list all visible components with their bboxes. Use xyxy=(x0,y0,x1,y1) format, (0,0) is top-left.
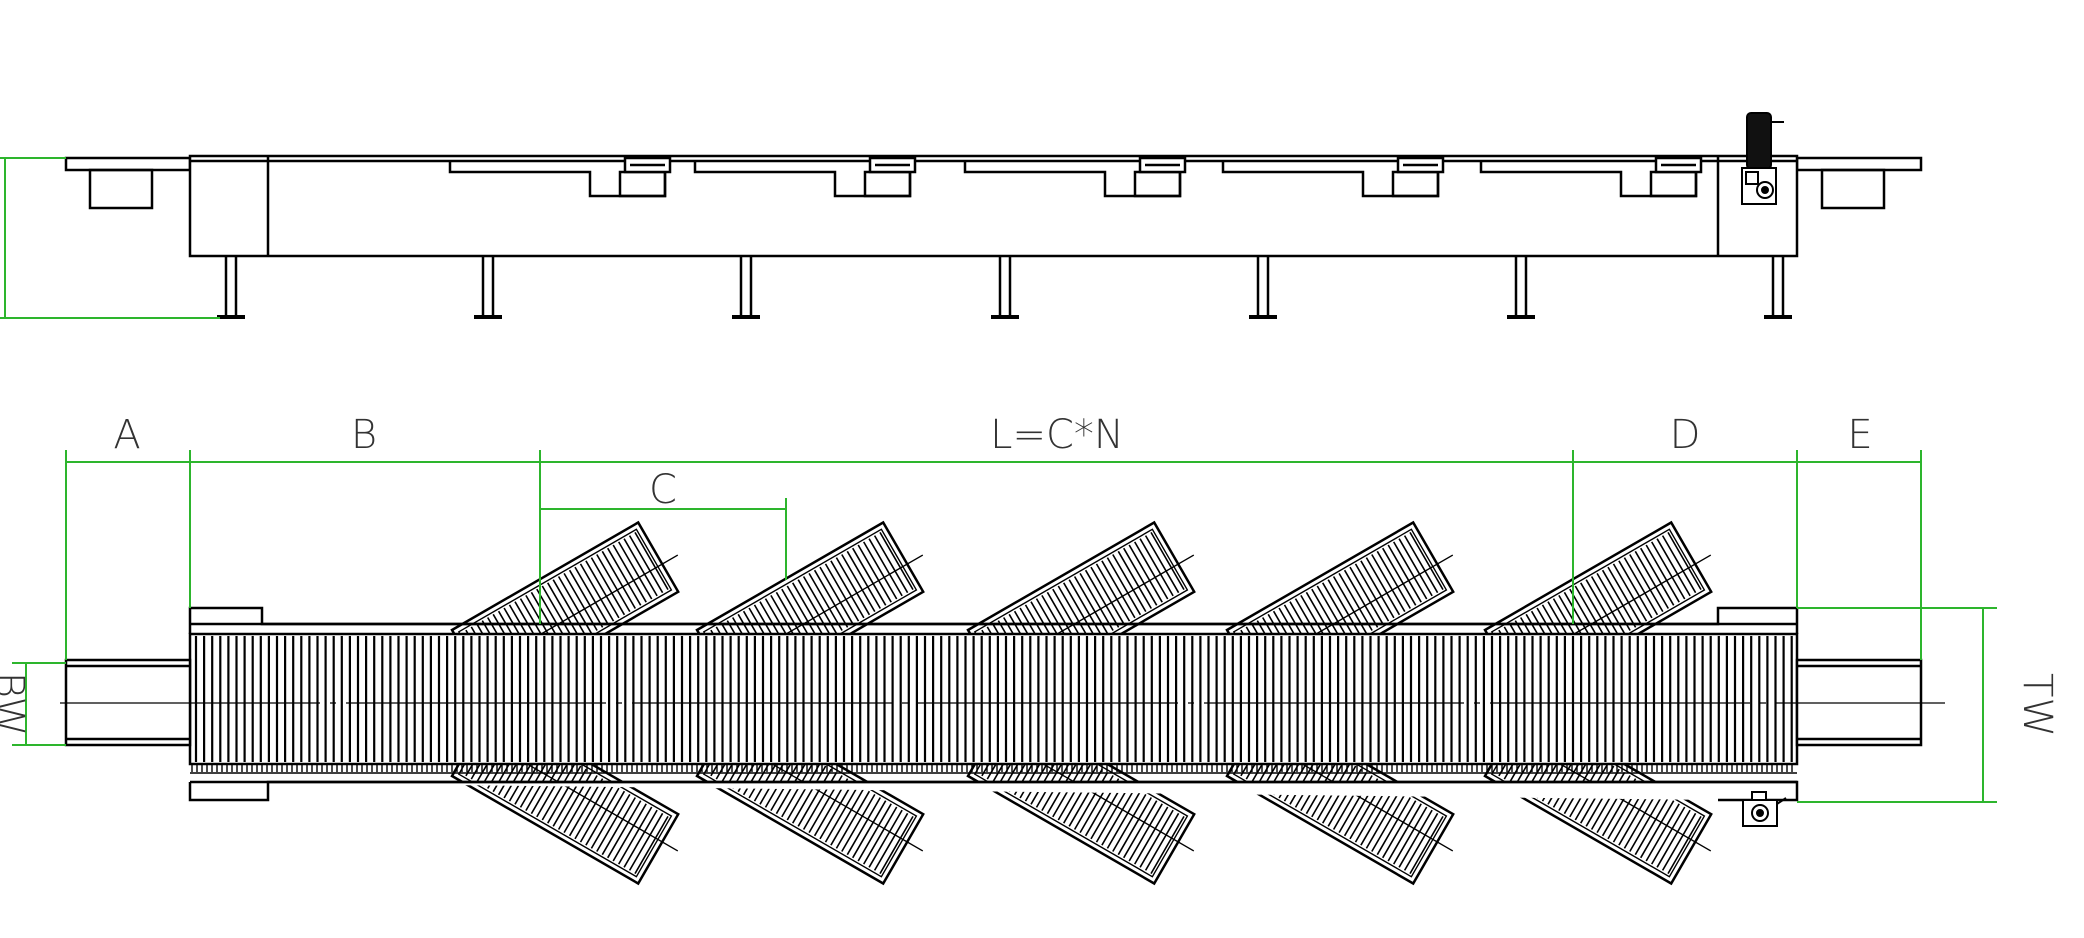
support-leg xyxy=(991,256,1019,319)
dimension-label-d: D xyxy=(1670,412,1701,458)
drive-motor-side xyxy=(1741,112,1784,205)
bottom-side-rail xyxy=(188,780,1799,802)
dimension-label-tw: TW xyxy=(2014,673,2060,737)
support-leg xyxy=(217,256,245,319)
dimension-label-a: A xyxy=(113,412,140,458)
dimension-label-b: B xyxy=(351,412,377,458)
support-leg xyxy=(1249,256,1277,319)
dimension-label-c: C xyxy=(649,467,677,513)
support-leg xyxy=(1764,256,1792,319)
dimension-label-e: E xyxy=(1847,412,1872,458)
dimension-label-bw: BW xyxy=(0,672,32,736)
outfeed-extension-box xyxy=(1820,168,1886,210)
plan-view: A B L=C*N C D E TW BW xyxy=(0,412,2060,886)
diverter-hanger xyxy=(693,156,917,198)
diverter-hanger xyxy=(1221,156,1445,198)
diverter-hanger xyxy=(448,156,672,198)
diverter-hanger xyxy=(963,156,1187,198)
dimension-label-length: L=C*N xyxy=(990,412,1124,458)
support-leg xyxy=(1507,256,1535,319)
diverter-hanger xyxy=(1479,156,1703,198)
drive-motor-plan xyxy=(1742,791,1787,827)
outfeed-extension-bed xyxy=(1795,156,1923,172)
support-leg xyxy=(474,256,502,319)
infeed-extension-box xyxy=(88,168,154,210)
infeed-extension-bed xyxy=(64,156,192,172)
side-elevation-view xyxy=(0,112,1923,319)
conveyor-bed xyxy=(188,632,1799,766)
support-leg xyxy=(732,256,760,319)
